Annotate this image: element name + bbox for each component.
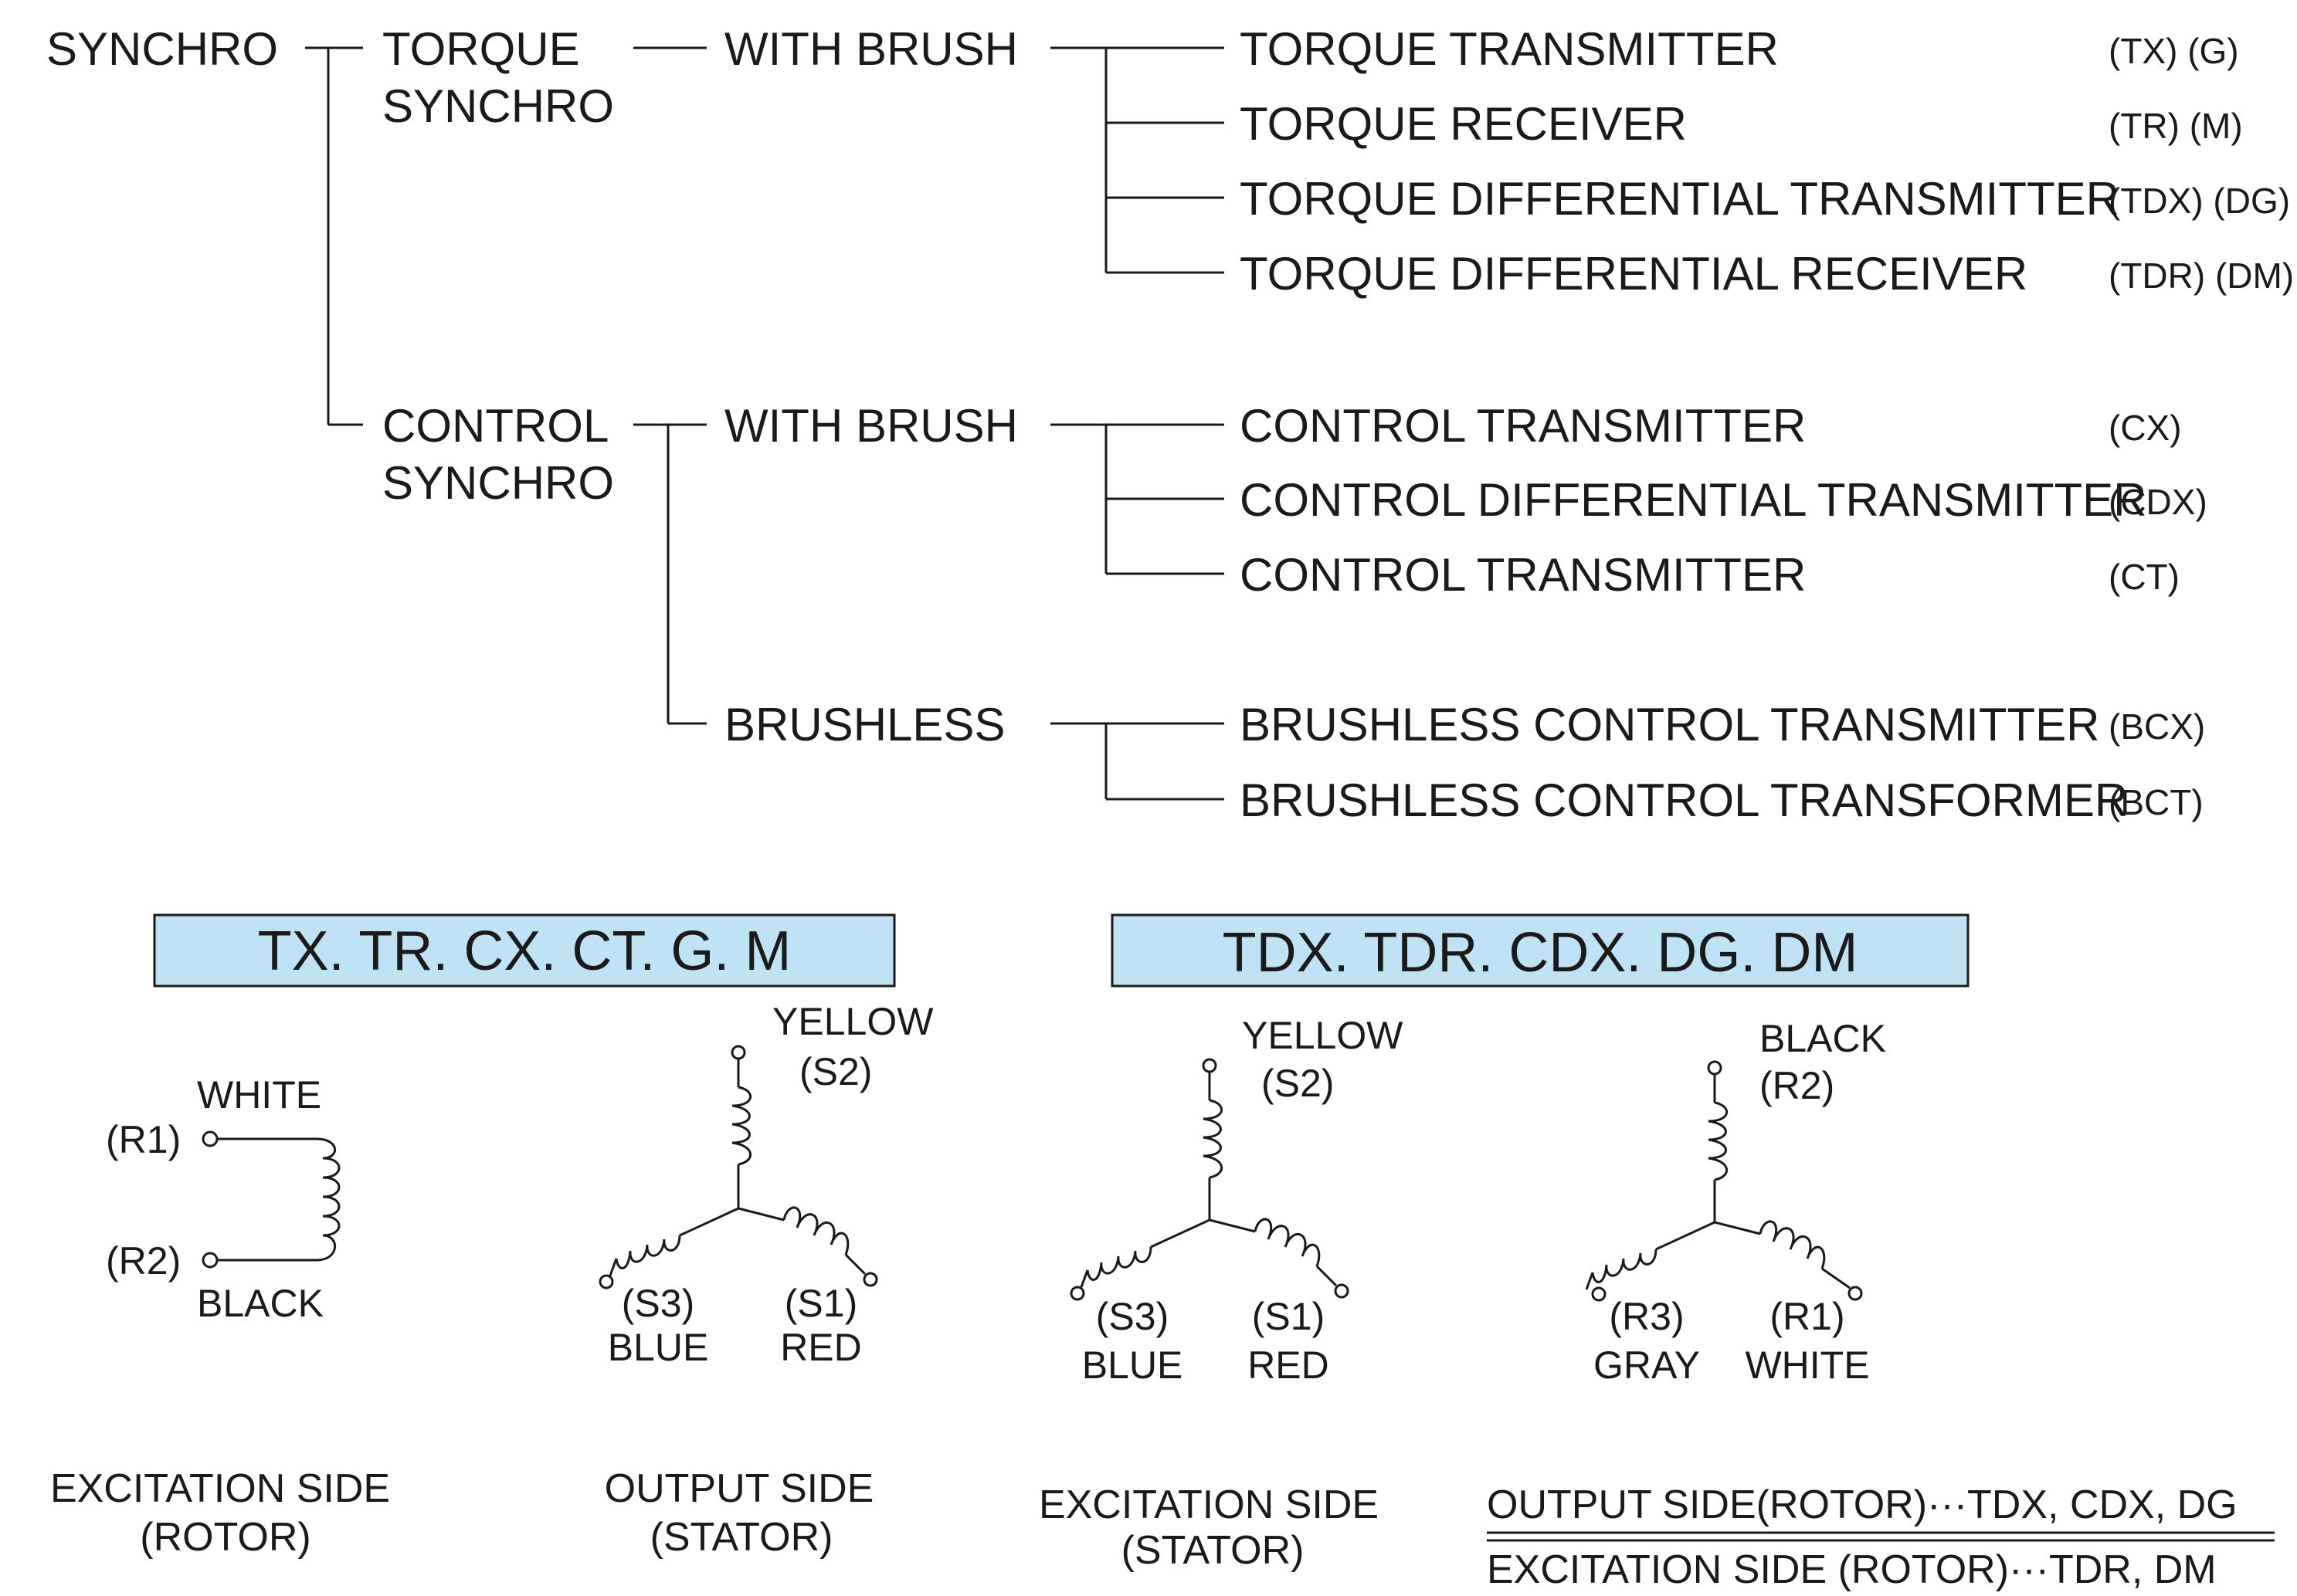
torque-with-brush: WITH BRUSH (724, 23, 1018, 75)
tree-root: SYNCHRO (46, 23, 278, 75)
stator-excitation-caption-line1: EXCITATION SIDE (1039, 1482, 1379, 1527)
leaf-label: TORQUE DIFFERENTIAL TRANSMITTER (1240, 173, 2119, 225)
stator-output-caption-line1: OUTPUT SIDE (605, 1466, 874, 1511)
header-right-text: TDX. TDR. CDX. DG. DM (1223, 922, 1858, 984)
tree-connectors (305, 46, 1224, 801)
s1-color: RED (780, 1326, 862, 1369)
winding-r1 (1759, 1220, 1826, 1269)
s2-terminal: (S2) (799, 1050, 872, 1093)
winding-s2 (731, 1086, 752, 1166)
leaf-label: TORQUE TRANSMITTER (1240, 23, 1779, 75)
leaf-code: (BCT) (2109, 782, 2204, 822)
rotor-star-caption-bottom: EXCITATION SIDE (ROTOR)···TDR, DM (1487, 1547, 2217, 1592)
r1-terminal: (R1) (1769, 1295, 1844, 1338)
s1-color: RED (1247, 1344, 1329, 1387)
leaf-code: (TR) (M) (2109, 106, 2243, 146)
s3-color: BLUE (608, 1326, 709, 1369)
s2-terminal: (S2) (1261, 1062, 1334, 1105)
torque-synchro-line1: TORQUE (382, 23, 580, 75)
leaf-label: CONTROL TRANSMITTER (1240, 400, 1806, 452)
winding-s1 (782, 1206, 850, 1255)
tree-labels: SYNCHRO TORQUE SYNCHRO CONTROL SYNCHRO W… (46, 23, 2294, 826)
s3-terminal: (S3) (1096, 1295, 1169, 1338)
terminal-r1 (1847, 1286, 1863, 1301)
rotor-star: BLACK (R2) (R3) GRAY (R1) WHITE (1585, 1017, 1886, 1387)
leaf-code: (TDR) (DM) (2109, 256, 2294, 296)
winding-s3 (615, 1235, 681, 1269)
s3-terminal: (S3) (622, 1282, 694, 1325)
leaf-label: CONTROL TRANSMITTER (1240, 549, 1806, 601)
leaf-code: (CDX) (2109, 482, 2207, 522)
terminal-r1 (202, 1130, 219, 1147)
stator-output-caption-line2: (STATOR) (650, 1515, 833, 1560)
rotor-coil (316, 1137, 341, 1262)
header-left: TX. TR. CX. CT. G. M (153, 913, 896, 988)
leaf-label: BRUSHLESS CONTROL TRANSMITTER (1240, 699, 2100, 751)
terminal-s2 (1202, 1058, 1217, 1073)
stator-excitation-caption-line2: (STATOR) (1121, 1528, 1305, 1573)
rotor-r2-terminal: (R2) (106, 1239, 181, 1283)
brushless-branch: BRUSHLESS (724, 699, 1005, 751)
s3-color: BLUE (1082, 1344, 1183, 1387)
s1-terminal: (S1) (1252, 1295, 1325, 1338)
terminal-r2 (1707, 1060, 1722, 1076)
s2-color: YELLOW (1242, 1014, 1403, 1057)
winding-s3 (1086, 1246, 1152, 1281)
control-synchro-line2: SYNCHRO (382, 457, 614, 509)
control-with-brush: WITH BRUSH (724, 400, 1018, 452)
winding-r3 (1591, 1249, 1657, 1283)
rotor-star-caption-top: OUTPUT SIDE(ROTOR)···TDX, CDX, DG (1487, 1482, 2238, 1527)
terminal-r3 (1591, 1286, 1607, 1302)
terminal-r2 (202, 1252, 219, 1269)
winding-s1 (1254, 1218, 1321, 1267)
terminal-s1 (1334, 1283, 1349, 1299)
control-synchro-line1: CONTROL (382, 400, 609, 452)
rotor-caption-line1: EXCITATION SIDE (50, 1466, 390, 1511)
rotor-r1-color: WHITE (197, 1073, 321, 1117)
leaf-code: (TX) (G) (2109, 31, 2239, 71)
r3-terminal: (R3) (1609, 1295, 1684, 1338)
stator-star-output: YELLOW (S2) (S3) BLUE (S1) RED (599, 1000, 934, 1369)
rotor-coil-schematic: WHITE (R1) (R2) BLACK (106, 1073, 341, 1325)
winding-s2 (1203, 1099, 1223, 1179)
rotor-r2-color: BLACK (197, 1282, 324, 1325)
leaf-code: (BCX) (2109, 707, 2205, 747)
leaf-label: TORQUE DIFFERENTIAL RECEIVER (1240, 248, 2027, 300)
leaf-label: TORQUE RECEIVER (1240, 98, 1687, 150)
rotor-r1-terminal: (R1) (106, 1118, 181, 1161)
s1-terminal: (S1) (785, 1282, 857, 1325)
r1-color: WHITE (1745, 1344, 1869, 1387)
leaf-label: BRUSHLESS CONTROL TRANSFORMER (1240, 774, 2128, 826)
leaf-label: CONTROL DIFFERENTIAL TRANSMITTER (1240, 474, 2147, 526)
r2-terminal: (R2) (1759, 1064, 1834, 1107)
header-right: TDX. TDR. CDX. DG. DM (1111, 913, 1970, 988)
torque-synchro-line2: SYNCHRO (382, 80, 614, 132)
terminal-s3 (599, 1274, 614, 1289)
leaf-code: (CX) (2109, 408, 2182, 448)
leaf-code: (TDX) (DG) (2109, 181, 2290, 221)
winding-r2 (1708, 1101, 1729, 1181)
s2-color: YELLOW (772, 1000, 934, 1043)
stator-star-excitation: YELLOW (S2) (S3) BLUE (S1) RED (1070, 1014, 1403, 1387)
r2-color: BLACK (1759, 1017, 1886, 1060)
terminal-s1 (863, 1272, 878, 1287)
rotor-caption-line2: (ROTOR) (140, 1515, 310, 1560)
header-left-text: TX. TR. CX. CT. G. M (258, 920, 792, 982)
terminal-s2 (731, 1045, 746, 1060)
r3-color: GRAY (1593, 1344, 1700, 1387)
leaf-code: (CT) (2109, 557, 2180, 597)
terminal-s3 (1070, 1286, 1085, 1301)
